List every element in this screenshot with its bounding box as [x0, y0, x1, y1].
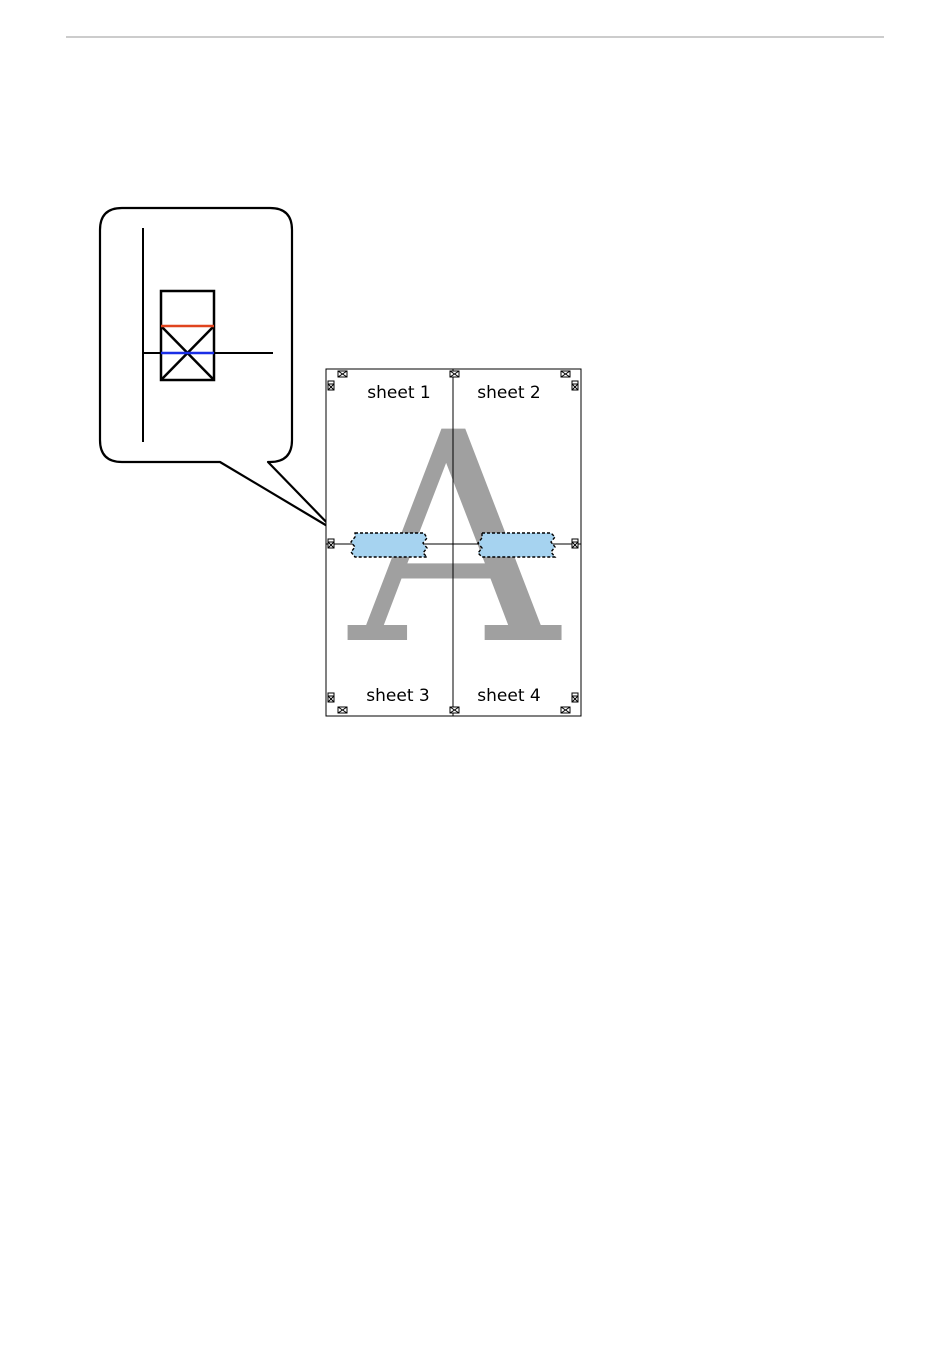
alignment-mark	[572, 381, 578, 390]
tape-right	[478, 533, 555, 557]
alignment-mark	[328, 539, 334, 548]
alignment-mark	[561, 707, 570, 713]
alignment-mark	[572, 539, 578, 548]
poster: A sheet 1 sheet 2 sheet 3 sheet 4	[326, 369, 581, 716]
alignment-mark	[572, 693, 578, 702]
alignment-mark	[450, 371, 459, 377]
magnified-callout	[100, 208, 334, 530]
sheet-1-label: sheet 1	[367, 383, 430, 403]
alignment-mark	[328, 381, 334, 390]
alignment-mark	[450, 707, 459, 713]
sheet-3-label: sheet 3	[366, 686, 429, 706]
sheet-4-label: sheet 4	[477, 686, 540, 706]
alignment-mark	[561, 371, 570, 377]
alignment-mark	[338, 707, 347, 713]
alignment-mark	[338, 371, 347, 377]
callout-bubble	[100, 208, 334, 530]
sheet-2-label: sheet 2	[477, 383, 540, 403]
tape-left	[351, 533, 427, 557]
alignment-mark	[328, 693, 334, 702]
